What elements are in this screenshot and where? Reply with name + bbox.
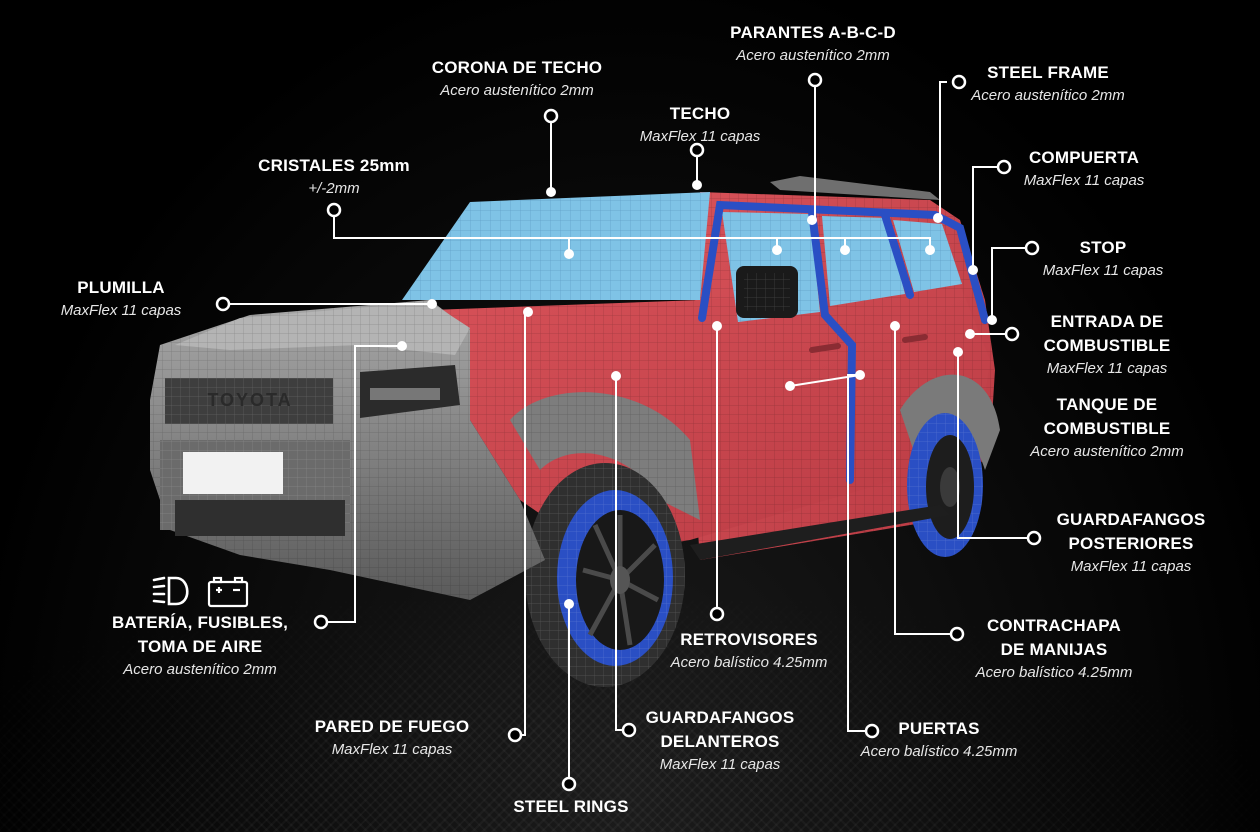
callout-guardafangos-posteriores: GUARDAFANGOS POSTERIORES MaxFlex 11 capa… xyxy=(1001,508,1260,578)
windshield xyxy=(402,192,710,300)
callout-subtitle: Acero balístico 4.25mm xyxy=(975,664,1133,681)
callout-subtitle: Acero austenítico 2mm xyxy=(736,47,890,64)
callout-parantes: PARANTES A-B-C-D Acero austenítico 2mm xyxy=(683,21,943,67)
grille-lettering: TOYOTA xyxy=(207,390,292,410)
callout-compuerta: COMPUERTA MaxFlex 11 capas xyxy=(954,146,1214,192)
callout-steel-rings: STEEL RINGS xyxy=(441,795,701,819)
callout-stop: STOP MaxFlex 11 capas xyxy=(973,236,1233,282)
callout-title: GUARDAFANGOS POSTERIORES xyxy=(1056,510,1206,553)
callout-title: TANQUE DE COMBUSTIBLE xyxy=(1043,395,1171,438)
callout-corona-de-techo: CORONA DE TECHO Acero austenítico 2mm xyxy=(387,56,647,102)
callout-title: STOP xyxy=(1079,238,1127,257)
callout-title: CONTRACHAPA DE MANIJAS xyxy=(986,616,1122,659)
callout-retrovisores: RETROVISORES Acero balístico 4.25mm xyxy=(619,628,879,674)
callout-title: GUARDAFANGOS DELANTEROS xyxy=(645,708,795,751)
callout-subtitle: MaxFlex 11 capas xyxy=(331,741,453,758)
callout-cristales: CRISTALES 25mm +/-2mm xyxy=(204,154,464,200)
callout-title: COMPUERTA xyxy=(1028,148,1140,167)
callout-subtitle: Acero balístico 4.25mm xyxy=(670,654,828,671)
callout-pared-de-fuego: PARED DE FUEGO MaxFlex 11 capas xyxy=(262,715,522,761)
callout-title: PARANTES A-B-C-D xyxy=(730,23,896,42)
callout-subtitle: MaxFlex 11 capas xyxy=(659,756,781,773)
callout-title: BATERÍA, FUSIBLES, TOMA DE AIRE xyxy=(111,613,289,656)
callout-bateria: BATERÍA, FUSIBLES, TOMA DE AIRE Acero au… xyxy=(70,611,330,681)
callout-subtitle: MaxFlex 11 capas xyxy=(1023,172,1145,189)
callout-title: CRISTALES 25mm xyxy=(258,156,410,175)
callout-title: PARED DE FUEGO xyxy=(314,717,470,736)
side-mirror xyxy=(736,266,798,318)
rear-door-handle xyxy=(902,334,928,343)
callout-subtitle: Acero austenítico 2mm xyxy=(971,87,1125,104)
rear-wheel xyxy=(907,413,983,557)
callout-subtitle: MaxFlex 11 capas xyxy=(1070,558,1192,575)
callout-subtitle: MaxFlex 11 capas xyxy=(60,302,182,319)
callout-steel-frame: STEEL FRAME Acero austenítico 2mm xyxy=(918,61,1178,107)
callout-subtitle: MaxFlex 11 capas xyxy=(639,128,761,145)
callout-puertas: PUERTAS Acero balístico 4.25mm xyxy=(809,717,1069,763)
callout-subtitle: MaxFlex 11 capas xyxy=(1046,360,1168,377)
callout-subtitle: Acero austenítico 2mm xyxy=(1030,443,1184,460)
roof-rails xyxy=(770,176,940,200)
callout-plumilla: PLUMILLA MaxFlex 11 capas xyxy=(0,276,251,322)
license-plate xyxy=(183,452,283,494)
callout-title: CORONA DE TECHO xyxy=(431,58,603,77)
front-wheel xyxy=(525,463,685,687)
callout-subtitle: Acero austenítico 2mm xyxy=(123,661,277,678)
callout-title: STEEL RINGS xyxy=(513,797,629,816)
callout-title: PLUMILLA xyxy=(77,278,165,297)
component-icons xyxy=(152,576,249,608)
callout-guardafangos-delanteros: GUARDAFANGOS DELANTEROS MaxFlex 11 capas xyxy=(590,706,850,776)
headlight-icon xyxy=(152,576,189,606)
callout-title: STEEL FRAME xyxy=(987,63,1109,82)
callout-techo: TECHO MaxFlex 11 capas xyxy=(570,102,830,148)
callout-subtitle: +/-2mm xyxy=(308,180,360,197)
battery-icon xyxy=(207,576,249,608)
callout-subtitle: MaxFlex 11 capas xyxy=(1042,262,1164,279)
callout-tanque-combustible: TANQUE DE COMBUSTIBLE Acero austenítico … xyxy=(977,393,1237,463)
callout-title: TECHO xyxy=(669,104,731,123)
callout-contrachapa: CONTRACHAPA DE MANIJAS Acero balístico 4… xyxy=(924,614,1184,684)
callout-title: PUERTAS xyxy=(898,719,980,738)
callout-entrada-combustible: ENTRADA DE COMBUSTIBLE MaxFlex 11 capas xyxy=(977,310,1237,380)
callout-title: ENTRADA DE COMBUSTIBLE xyxy=(1043,312,1171,355)
front-door-handle xyxy=(809,343,841,353)
callout-subtitle: Acero austenítico 2mm xyxy=(440,82,594,99)
callout-title: RETROVISORES xyxy=(680,630,818,649)
callout-subtitle: Acero balístico 4.25mm xyxy=(860,743,1018,760)
